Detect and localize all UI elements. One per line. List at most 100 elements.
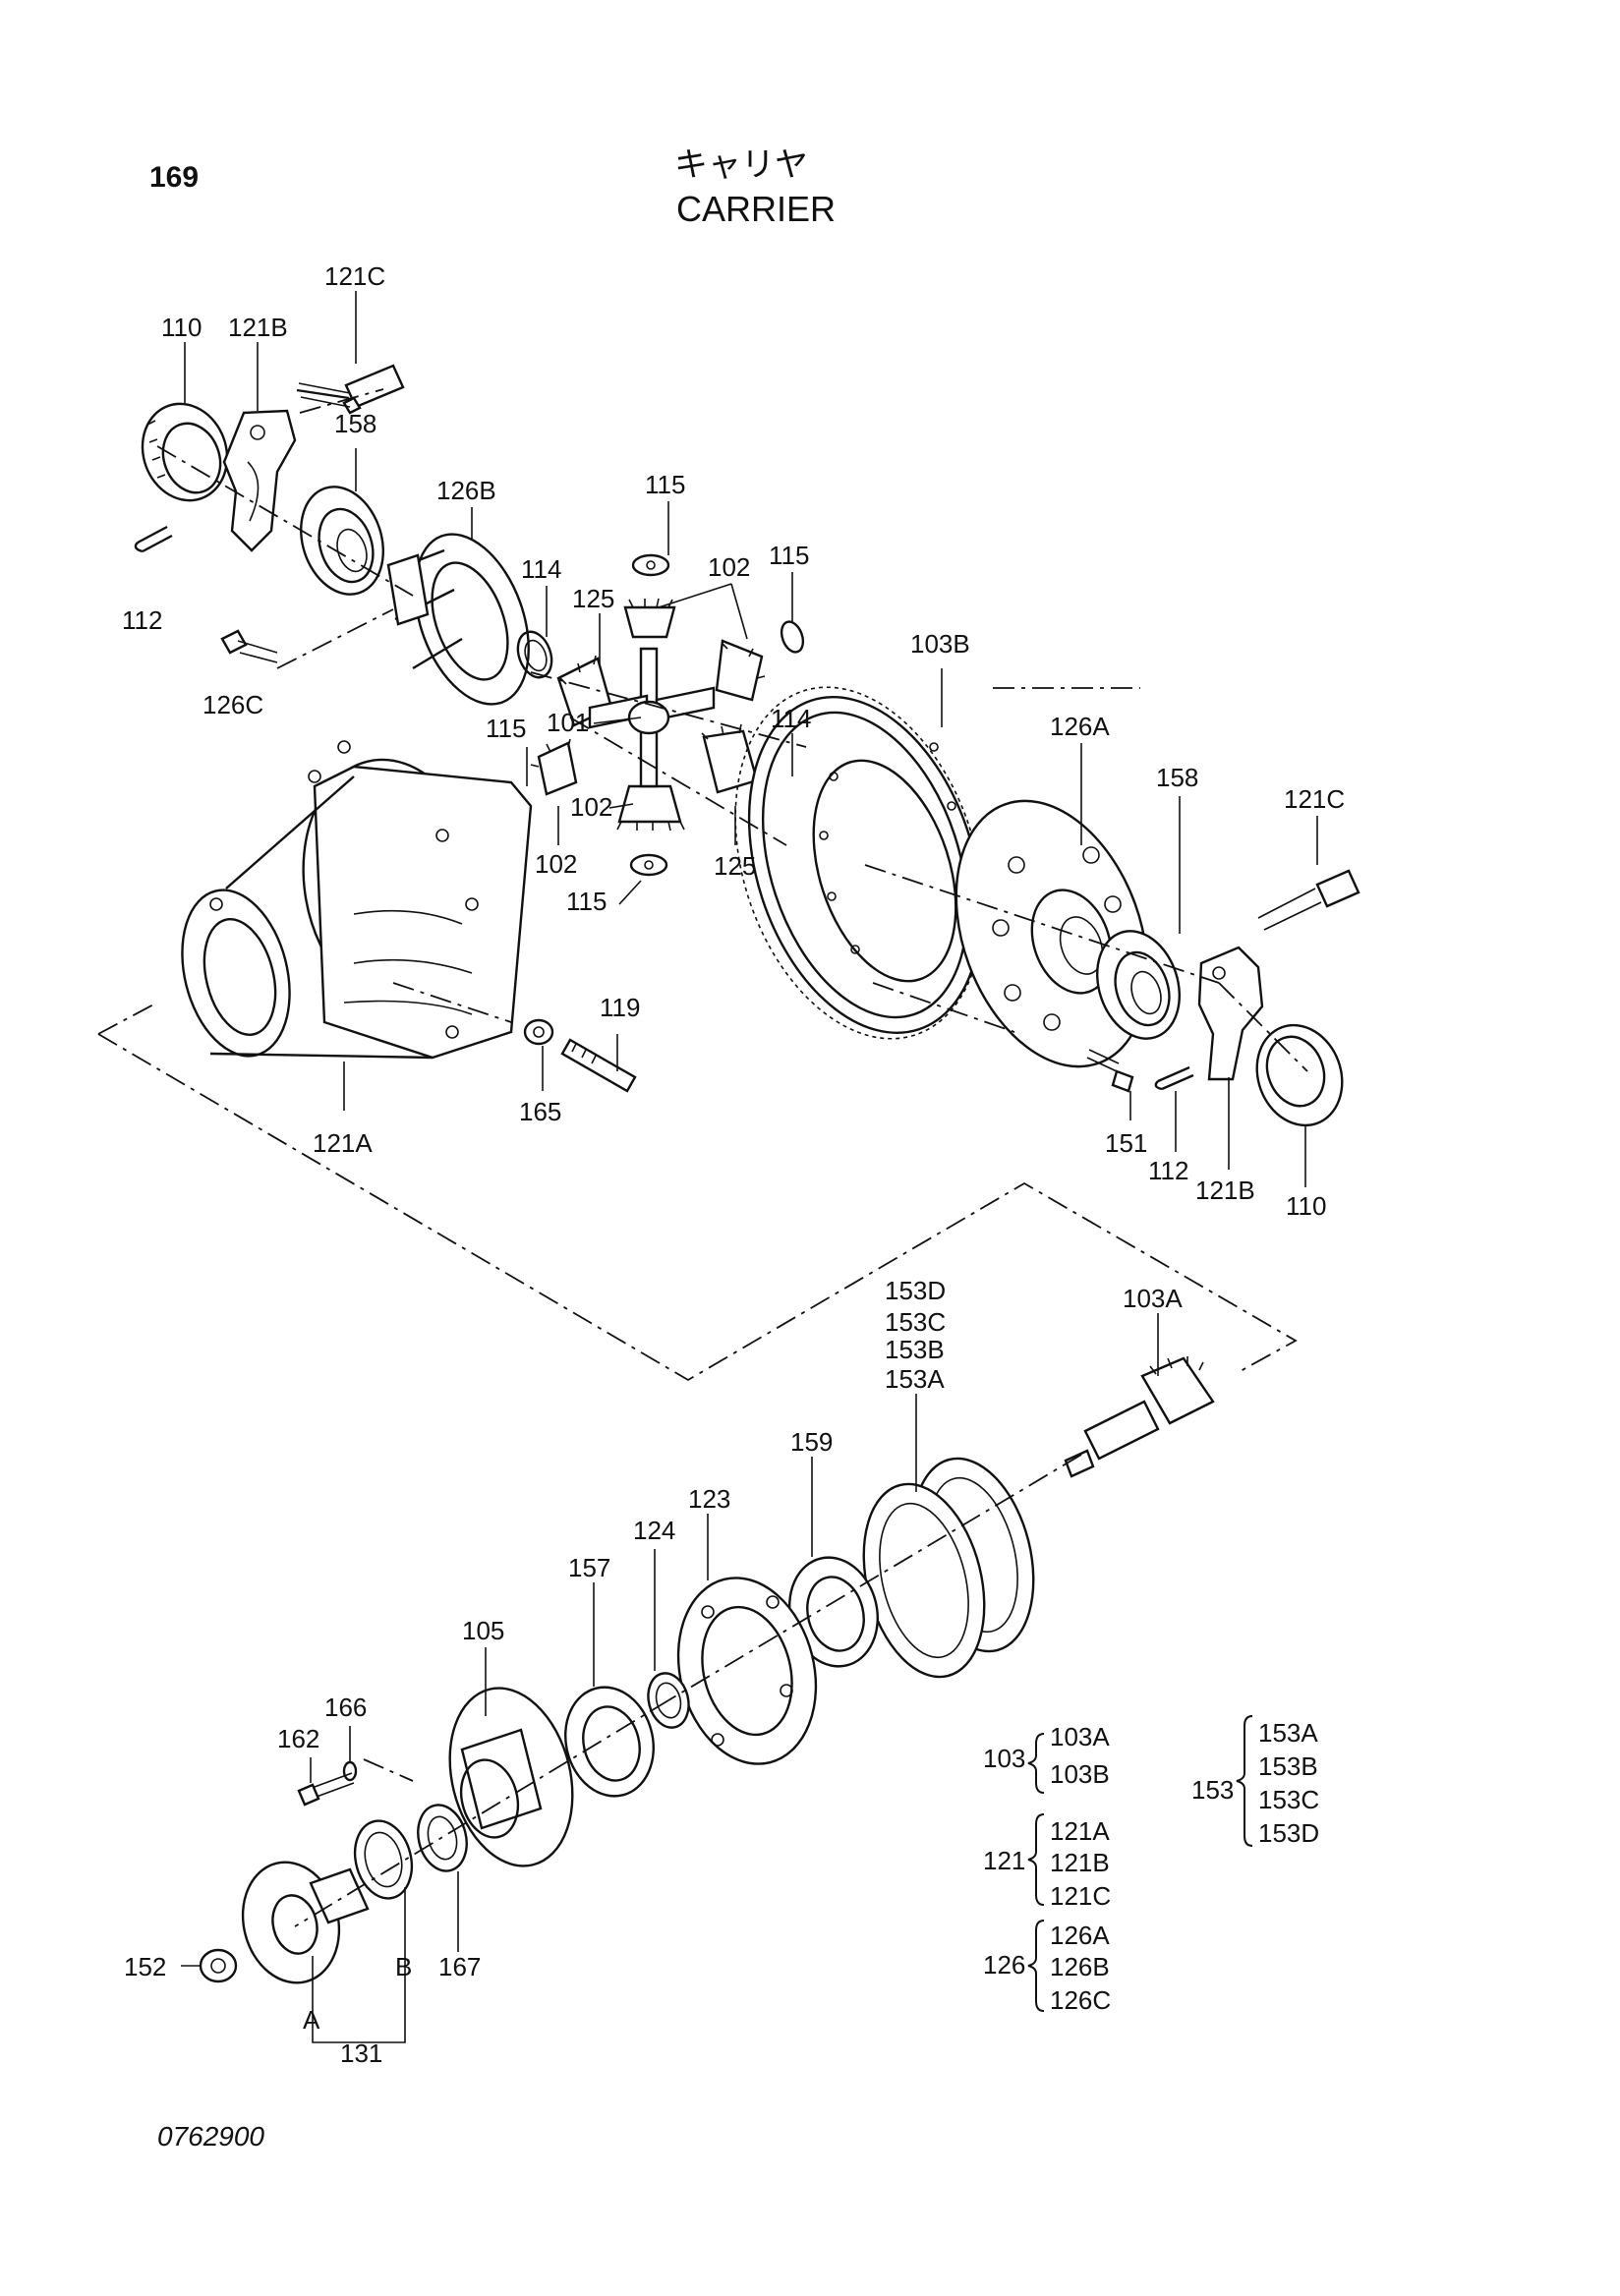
part-165-nut (523, 1018, 554, 1046)
drawing-code: 0762900 (157, 2121, 265, 2152)
callout-112: 112 (1148, 1156, 1188, 1185)
part-166-washer (342, 1760, 358, 1782)
callout-153b: 153B (885, 1335, 945, 1364)
group-legend-153: 153 153A 153B 153C 153D (1191, 1715, 1319, 1848)
group-child: 121B (1050, 1848, 1110, 1877)
callout-123: 123 (688, 1484, 730, 1514)
group-child: 126B (1050, 1952, 1110, 1981)
callout-167: 167 (438, 1952, 481, 1981)
part-102-pinion-gear-top (623, 598, 676, 639)
callout-102: 102 (535, 849, 577, 879)
part-110-adjusting-nut-left (141, 402, 229, 502)
callout-114: 114 (771, 704, 811, 733)
callout-158: 158 (1156, 763, 1198, 792)
group-child: 153B (1258, 1751, 1318, 1781)
callout-131: 131 (340, 2038, 382, 2068)
callout-103a: 103A (1123, 1284, 1183, 1313)
part-131b-dust-cover (353, 1819, 414, 1900)
callout-125: 125 (572, 584, 614, 613)
callout-125: 125 (714, 851, 756, 881)
callout-114: 114 (521, 554, 561, 584)
part-114-thrust-washer-upper (516, 630, 553, 679)
callout-166: 166 (324, 1693, 367, 1722)
group-child: 121A (1050, 1816, 1110, 1846)
part-126b-diff-case-half (386, 533, 530, 706)
callout-126b: 126B (436, 476, 496, 505)
callout-103b: 103B (910, 629, 970, 659)
callout-labels: 110 121B 121C 158 112 126B 126C 114 115 … (122, 261, 1345, 2068)
callout-121c: 121C (1284, 784, 1345, 814)
part-102-pinion-gear-right (715, 639, 766, 702)
callout-159: 159 (790, 1427, 833, 1457)
callout-121c: 121C (324, 261, 385, 291)
part-121a-carrier-housing (181, 740, 533, 1060)
title-japanese: キャリヤ (674, 145, 808, 185)
part-102-pinion-gear-bottom (616, 784, 685, 832)
group-legend-121: 121 121A 121B 121C (983, 1813, 1111, 1911)
callout-165: 165 (519, 1097, 561, 1126)
part-110-adjusting-nut-right (1255, 1023, 1344, 1127)
callout-126a: 126A (1050, 712, 1110, 741)
callout-153c: 153C (885, 1307, 946, 1337)
callout-115: 115 (566, 887, 607, 916)
part-153-shim-set (862, 1457, 1035, 1679)
callout-153d: 153D (885, 1276, 946, 1305)
group-parent: 103 (983, 1744, 1025, 1773)
part-151-bolt (1086, 1049, 1134, 1093)
group-legend-126: 126 126A 126B 126C (983, 1920, 1111, 2015)
part-101-spider-cross (588, 647, 716, 788)
callout-112: 112 (122, 605, 162, 635)
group-parent: 121 (983, 1846, 1025, 1875)
part-126a-diff-case (955, 799, 1149, 1068)
callout-102: 102 (570, 792, 612, 822)
part-119-stud-bolt (560, 1038, 637, 1093)
group-parent: 153 (1191, 1775, 1234, 1805)
callout-153a: 153A (885, 1364, 945, 1394)
part-121b-bearing-cap-left (222, 409, 297, 552)
callout-162: 162 (277, 1724, 319, 1753)
callout-115: 115 (769, 541, 809, 570)
part-115-washer-right (780, 620, 805, 654)
group-child: 121C (1050, 1881, 1111, 1911)
group-child: 103B (1050, 1759, 1110, 1789)
callout-a: A (303, 2005, 320, 2035)
part-102-pinion-gear-left (530, 738, 578, 796)
callout-151: 151 (1105, 1128, 1147, 1158)
part-115-washer-bottom (629, 853, 668, 877)
part-126c-bolt (220, 629, 278, 663)
callout-152: 152 (124, 1952, 166, 1981)
group-parent: 126 (983, 1950, 1025, 1980)
group-child: 153A (1258, 1718, 1318, 1748)
part-123-bearing-cage (676, 1577, 818, 1765)
callout-115: 115 (486, 714, 526, 743)
group-child: 153C (1258, 1785, 1319, 1814)
callout-124: 124 (633, 1516, 675, 1545)
assembly-phantom-lines (97, 388, 1308, 1927)
callout-158: 158 (334, 409, 376, 438)
part-121c-bolt-right (1257, 869, 1360, 931)
part-115-washer-top (631, 553, 670, 577)
part-121c-bolt-top (296, 364, 405, 415)
callout-121a: 121A (313, 1128, 373, 1158)
callout-119: 119 (600, 993, 640, 1022)
callout-102: 102 (708, 552, 750, 582)
part-121b-bearing-cap-right (1197, 946, 1264, 1081)
callout-115: 115 (645, 470, 685, 499)
part-131a-companion-flange (241, 1861, 370, 1984)
callout-121b: 121B (1195, 1176, 1255, 1205)
group-legend-103: 103 103A 103B (983, 1722, 1110, 1794)
group-child: 126A (1050, 1921, 1110, 1950)
group-child: 153D (1258, 1818, 1319, 1848)
callout-121b: 121B (228, 313, 288, 342)
callout-157: 157 (568, 1553, 610, 1582)
page-number: 169 (149, 161, 200, 194)
group-child: 103A (1050, 1722, 1110, 1751)
part-105-oil-seal-retainer (448, 1687, 574, 1867)
callout-b: B (395, 1952, 412, 1981)
callout-110: 110 (1286, 1191, 1326, 1221)
callout-126c: 126C (202, 690, 263, 719)
part-158-bearing-left (300, 486, 384, 596)
callout-105: 105 (462, 1616, 504, 1645)
callout-101: 101 (547, 708, 589, 737)
